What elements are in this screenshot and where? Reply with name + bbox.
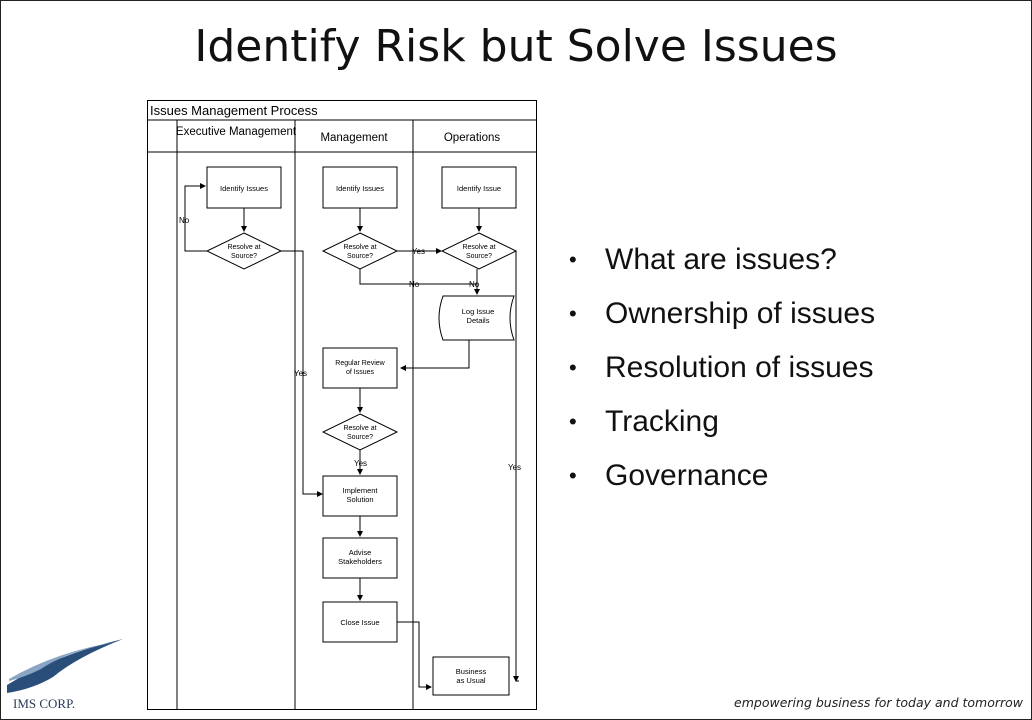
slide-title: Identify Risk but Solve Issues <box>194 21 838 72</box>
mgmt-yes-label: Yes <box>412 247 425 256</box>
ops-resolve-diamond <box>440 232 518 270</box>
exec-no-label: No <box>179 216 190 225</box>
exec-identify-label: Identify Issues <box>220 184 268 193</box>
ops-bau-box <box>432 656 510 696</box>
mgmt-advise-box <box>322 537 398 579</box>
ims-logo: IMS CORP. <box>7 639 123 711</box>
ops-identify-box <box>441 166 517 209</box>
lane-executive: Executive Management <box>176 126 297 138</box>
lane-operations: Operations <box>444 132 501 144</box>
mgmt-close-box <box>322 601 398 643</box>
logo-text: IMS CORP. <box>13 696 75 711</box>
exec-resolve-diamond <box>205 232 283 270</box>
bullet-item: •Tracking <box>569 405 719 438</box>
ops-log-shape <box>438 295 515 341</box>
mgmt-identify-box <box>322 166 398 209</box>
bullet-item: •What are issues? <box>569 243 837 276</box>
ops-yes-label: Yes <box>508 463 521 472</box>
issues-process-diagram: Issues Management Process Executive Mana… <box>147 100 537 710</box>
diagram-title: Issues Management Process <box>150 103 318 118</box>
bullet-item: •Resolution of issues <box>569 351 874 384</box>
exec-yes-label: Yes <box>294 369 307 378</box>
ops-identify-label: Identify Issue <box>457 184 501 193</box>
mgmt-close-label: Close Issue <box>340 618 379 627</box>
ops-no-label: No <box>469 280 480 289</box>
bullet-list: •What are issues? •Ownership of issues •… <box>569 233 875 503</box>
mgmt-no-label: No <box>409 280 420 289</box>
bullet-item: •Ownership of issues <box>569 297 876 330</box>
lane-management: Management <box>320 132 388 144</box>
mgmt2-yes-label: Yes <box>354 459 367 468</box>
footer-tagline: empowering business for today and tomorr… <box>734 695 1023 710</box>
bullet-item: •Governance <box>569 459 769 492</box>
wave-icon <box>7 639 123 693</box>
mgmt-identify-label: Identify Issues <box>336 184 384 193</box>
mgmt-review-box <box>322 347 398 389</box>
